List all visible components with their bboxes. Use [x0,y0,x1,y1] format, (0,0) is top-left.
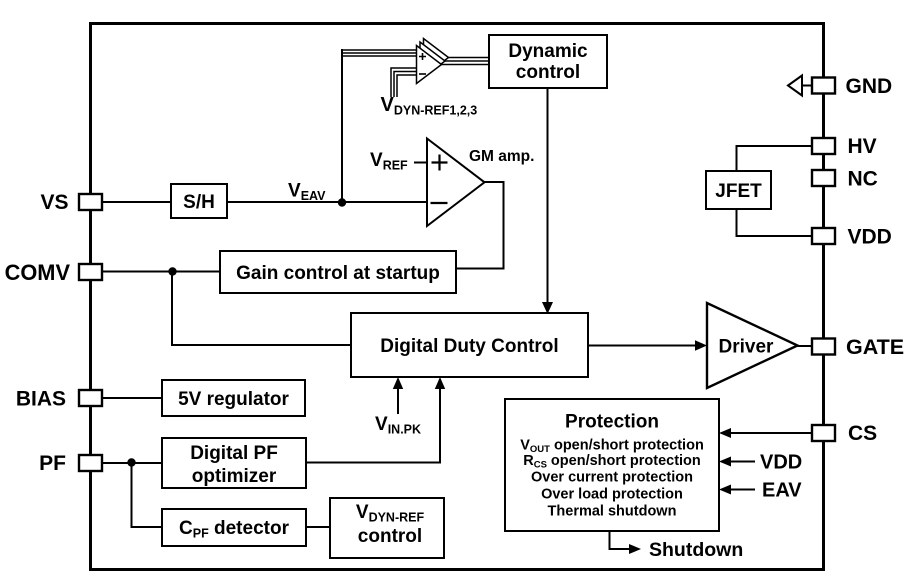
svg-text:VOUT open/short protection: VOUT open/short protection [520,438,704,456]
svg-text:EAV: EAV [762,480,802,502]
svg-text:NC: NC [848,168,878,191]
svg-text:GM amp.: GM amp. [469,148,534,165]
svg-text:PF: PF [39,452,66,475]
svg-text:Over current protection: Over current protection [531,470,693,486]
svg-text:RCS open/short protection: RCS open/short protection [523,453,701,471]
svg-text:S/H: S/H [183,192,215,213]
svg-text:control: control [516,62,580,83]
svg-text:Over load protection: Over load protection [541,487,683,503]
svg-text:JFET: JFET [715,181,762,202]
svg-text:Driver: Driver [719,337,775,358]
svg-text:VDD: VDD [848,226,892,249]
svg-text:COMV: COMV [5,260,71,285]
svg-text:VS: VS [40,191,68,214]
svg-text:VDD: VDD [760,452,802,474]
svg-text:control: control [358,526,422,547]
svg-text:5V regulator: 5V regulator [178,389,289,410]
svg-text:CS: CS [848,422,877,445]
svg-text:Protection: Protection [565,412,659,433]
svg-text:BIAS: BIAS [16,388,66,411]
svg-text:GATE: GATE [846,335,904,359]
svg-text:Gain control at startup: Gain control at startup [236,263,440,284]
svg-text:Thermal shutdown: Thermal shutdown [548,504,677,520]
svg-text:HV: HV [848,135,877,158]
svg-text:Digital PF: Digital PF [190,443,278,464]
svg-text:Shutdown: Shutdown [649,539,743,561]
svg-text:optimizer: optimizer [192,466,277,487]
svg-text:Digital Duty Control: Digital Duty Control [380,336,558,357]
svg-text:Dynamic: Dynamic [508,41,588,62]
svg-text:GND: GND [846,75,893,98]
